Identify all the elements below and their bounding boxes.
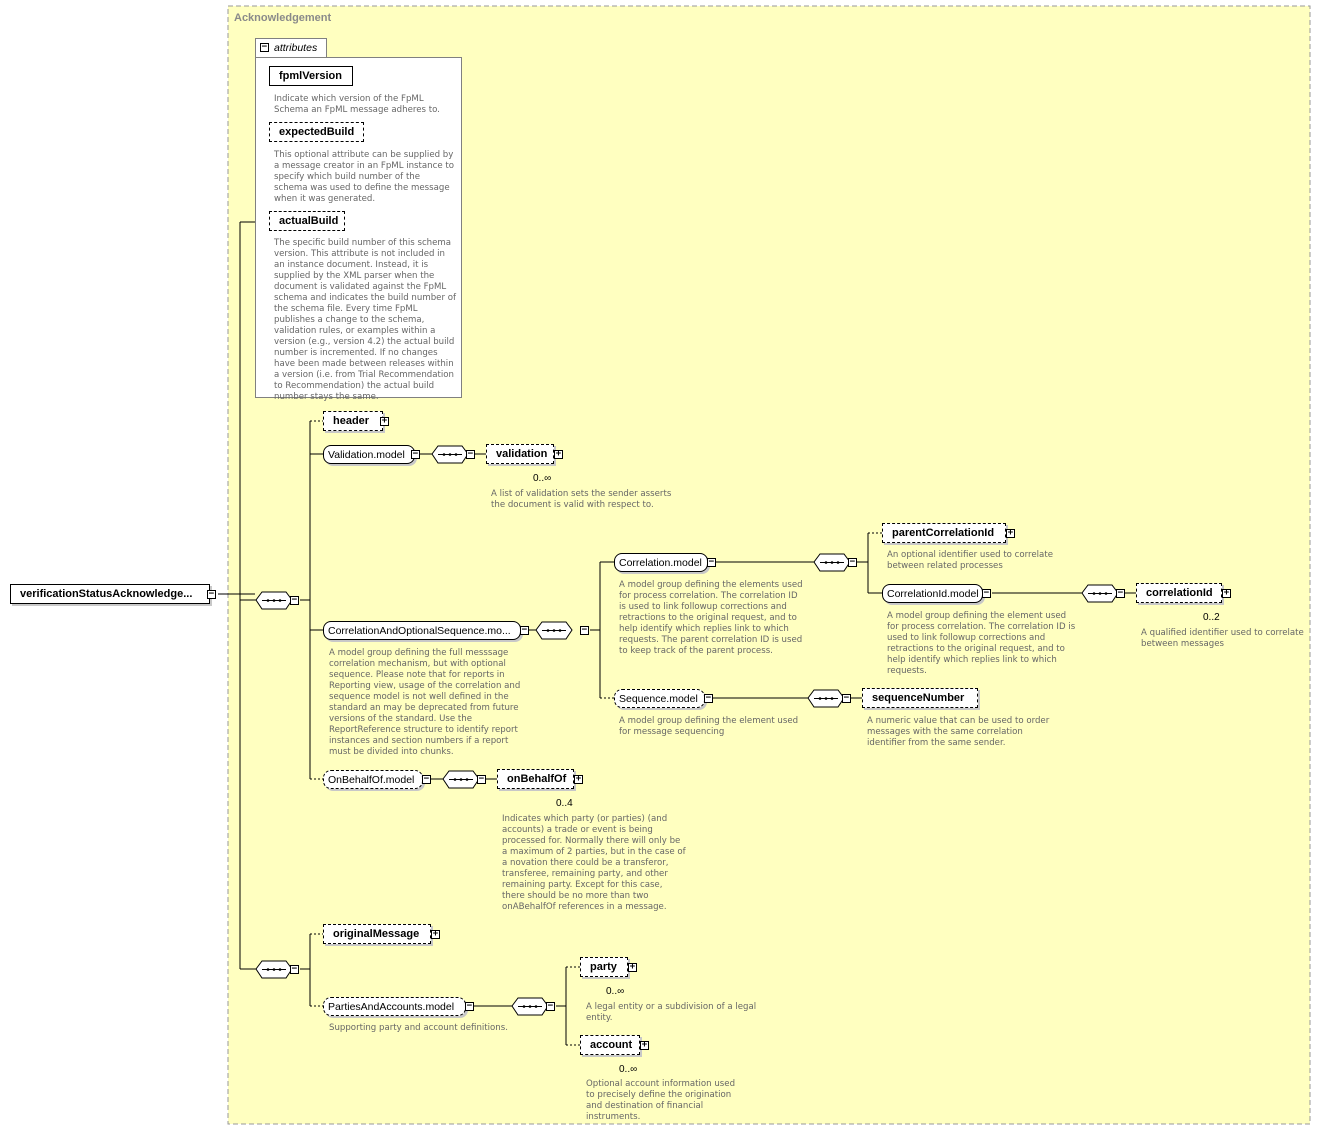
collapse-icon[interactable]: − (707, 557, 716, 567)
attribute-fpmlversion[interactable]: fpmlVersion (269, 66, 353, 86)
collapse-icon[interactable]: − (1116, 588, 1125, 598)
element-on-behalf-of[interactable]: onBehalfOf (497, 769, 574, 789)
attribute-description: Indicate which version of the FpML Schem… (274, 94, 440, 115)
group-description: A model group defining the element used … (619, 716, 799, 737)
element-original-message[interactable]: originalMessage (323, 924, 431, 944)
expand-icon[interactable]: + (431, 929, 440, 939)
group-description: A model group defining the full messsage… (329, 648, 521, 757)
collapse-icon[interactable]: − (290, 595, 299, 605)
collapse-icon[interactable]: − (520, 625, 529, 635)
collapse-icon[interactable]: − (546, 1001, 555, 1011)
group-label: PartiesAndAccounts.model (328, 1000, 455, 1013)
collapse-icon[interactable]: − (848, 557, 857, 567)
cardinality: 0..∞ (533, 473, 552, 484)
collapse-icon[interactable]: − (580, 625, 589, 635)
group-description: A model group defining the elements used… (619, 580, 803, 656)
element-description: Optional account information used to pre… (586, 1079, 736, 1122)
group-label: Validation.model (328, 448, 405, 461)
element-description: A list of validation sets the sender ass… (491, 489, 672, 510)
element-label: validation (496, 448, 548, 460)
expand-icon[interactable]: + (554, 449, 563, 459)
collapse-icon[interactable]: − (260, 42, 269, 52)
element-description: A legal entity or a subdivision of a leg… (586, 1002, 757, 1023)
element-sequence-number[interactable]: sequenceNumber (862, 688, 978, 708)
element-parent-correlation-id[interactable]: parentCorrelationId (882, 523, 1006, 543)
attribute-name: actualBuild (279, 215, 339, 227)
expand-icon[interactable]: + (380, 416, 389, 426)
collapse-icon[interactable]: − (422, 774, 431, 784)
element-header[interactable]: header (323, 411, 383, 431)
group-description: A model group defining the element used … (887, 611, 1076, 676)
element-description: An optional identifier used to correlate… (887, 550, 1053, 571)
group-label: Correlation.model (619, 556, 702, 569)
cardinality: 0..∞ (606, 986, 625, 997)
group-correlation-id-model[interactable]: CorrelationId.model (882, 584, 983, 603)
element-label: party (590, 961, 617, 973)
element-label: account (590, 1039, 633, 1051)
cardinality: 0..2 (1203, 612, 1220, 623)
element-description: Indicates which party (or parties) (and … (502, 814, 686, 912)
group-label: Sequence.model (619, 692, 698, 705)
collapse-icon[interactable]: − (842, 693, 851, 703)
attributes-title: attributes (274, 42, 318, 54)
attributes-tab[interactable] (255, 38, 327, 57)
collapse-icon[interactable]: − (466, 449, 475, 459)
attribute-description: This optional attribute can be supplied … (274, 150, 454, 204)
element-label: correlationId (1146, 587, 1213, 599)
group-validation-model[interactable]: Validation.model (323, 445, 415, 464)
group-parties-and-accounts-model[interactable]: PartiesAndAccounts.model (323, 997, 466, 1016)
cardinality: 0..∞ (619, 1064, 638, 1075)
group-correlation-model[interactable]: Correlation.model (614, 553, 708, 572)
expand-icon[interactable]: + (628, 962, 637, 972)
collapse-icon[interactable]: − (207, 589, 216, 599)
element-validation[interactable]: validation (486, 444, 554, 464)
collapse-icon[interactable]: − (704, 693, 713, 703)
group-description: Supporting party and account definitions… (329, 1023, 508, 1033)
collapse-icon[interactable]: − (411, 449, 420, 459)
attribute-expectedbuild[interactable]: expectedBuild (269, 122, 364, 142)
root-element-label: verificationStatusAcknowledge... (20, 588, 193, 600)
collapse-icon[interactable]: − (290, 964, 299, 974)
collapse-icon[interactable]: − (982, 588, 991, 598)
element-label: originalMessage (333, 928, 420, 940)
root-element[interactable]: verificationStatusAcknowledge... (10, 584, 210, 604)
attribute-name: expectedBuild (279, 126, 355, 138)
element-label: header (333, 415, 370, 427)
group-on-behalf-of-model[interactable]: OnBehalfOf.model (323, 770, 423, 789)
type-box-title: Acknowledgement (234, 12, 332, 24)
attribute-description: The specific build number of this schema… (274, 238, 456, 402)
element-description: A numeric value that can be used to orde… (867, 716, 1050, 748)
expand-icon[interactable]: + (574, 774, 583, 784)
element-party[interactable]: party (580, 957, 628, 977)
element-correlation-id[interactable]: correlationId (1136, 583, 1222, 603)
attribute-name: fpmlVersion (279, 70, 342, 82)
element-description: A qualified identifier used to correlate… (1141, 628, 1304, 649)
element-account[interactable]: account (580, 1035, 640, 1055)
group-label: OnBehalfOf.model (328, 773, 415, 786)
collapse-icon[interactable]: − (465, 1001, 474, 1011)
collapse-icon[interactable]: − (477, 774, 486, 784)
group-label: CorrelationAndOptionalSequence.mo... (328, 624, 511, 637)
expand-icon[interactable]: + (640, 1040, 649, 1050)
element-label: onBehalfOf (507, 773, 567, 785)
attribute-actualbuild[interactable]: actualBuild (269, 211, 345, 231)
group-correlation-and-optional-sequence[interactable]: CorrelationAndOptionalSequence.mo... (323, 621, 521, 640)
group-sequence-model[interactable]: Sequence.model (614, 689, 705, 708)
group-label: CorrelationId.model (887, 587, 979, 600)
expand-icon[interactable]: + (1222, 588, 1231, 598)
expand-icon[interactable]: + (1006, 528, 1015, 538)
element-label: sequenceNumber (872, 692, 965, 704)
cardinality: 0..4 (556, 798, 573, 809)
element-label: parentCorrelationId (892, 527, 995, 539)
